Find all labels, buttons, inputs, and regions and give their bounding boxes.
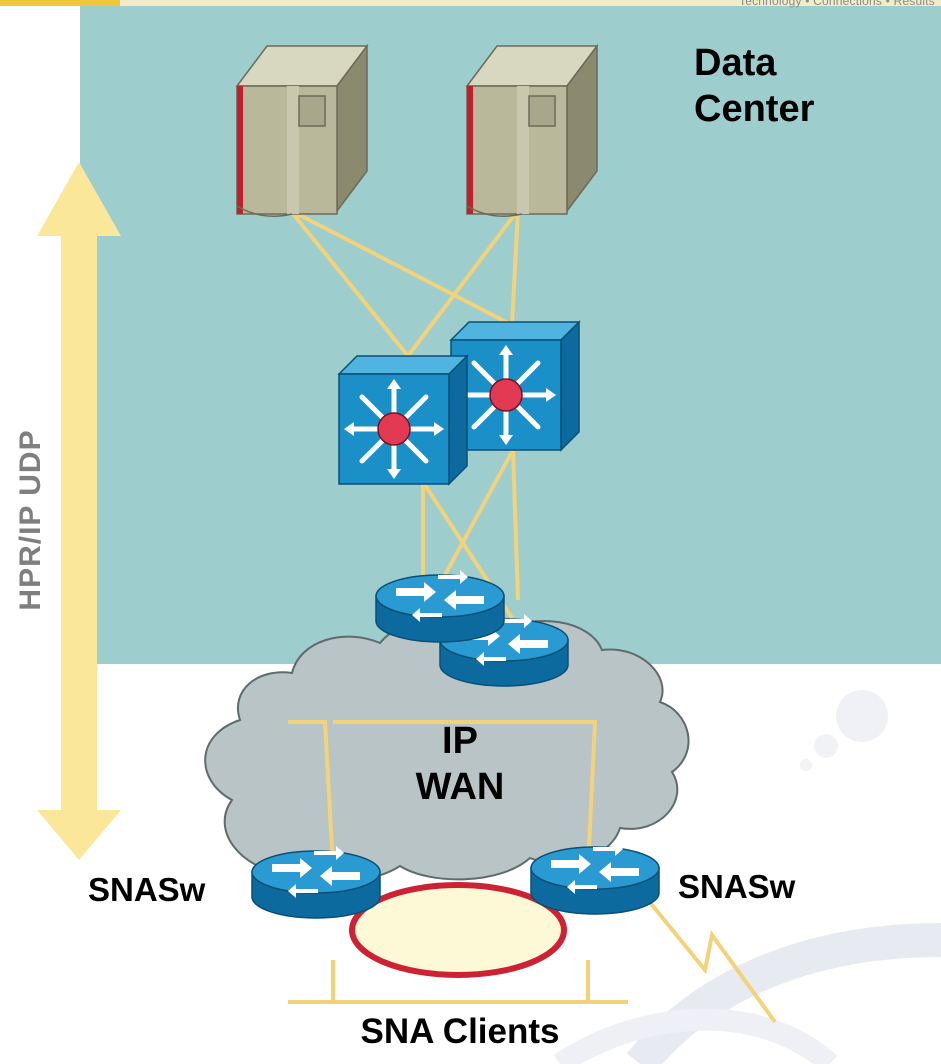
ip-wan-label-line1: IP xyxy=(442,720,478,762)
snasw-right-label: SNASw xyxy=(678,868,796,905)
data-center-title-line2: Center xyxy=(694,88,815,130)
network-links xyxy=(288,208,777,1024)
router-icon xyxy=(530,842,660,915)
sna-clients-label: SNA Clients xyxy=(360,1012,560,1051)
ip-wan-cloud xyxy=(204,616,690,883)
double-arrow-icon xyxy=(37,162,121,860)
header-tagline: Technology • Connections • Results xyxy=(739,0,935,8)
multilayer-switch-icon xyxy=(449,320,581,452)
ip-wan-label-line2: WAN xyxy=(415,766,505,808)
mainframe-icon xyxy=(465,43,599,217)
ip-wan-label: IP WAN xyxy=(380,718,540,810)
background-swirl xyxy=(553,690,941,1064)
header-strip xyxy=(0,0,941,6)
router-icon xyxy=(375,570,505,643)
data-center-title: Data Center xyxy=(694,40,814,132)
token-ring-lan xyxy=(349,882,567,978)
router-icon xyxy=(251,846,381,919)
data-center-title-line1: Data xyxy=(694,42,777,84)
snasw-left-label: SNASw xyxy=(88,871,206,908)
protocol-label: HPR/IP UDP xyxy=(14,429,47,611)
multilayer-switch-icon xyxy=(337,354,469,486)
mainframe-icon xyxy=(235,43,369,217)
